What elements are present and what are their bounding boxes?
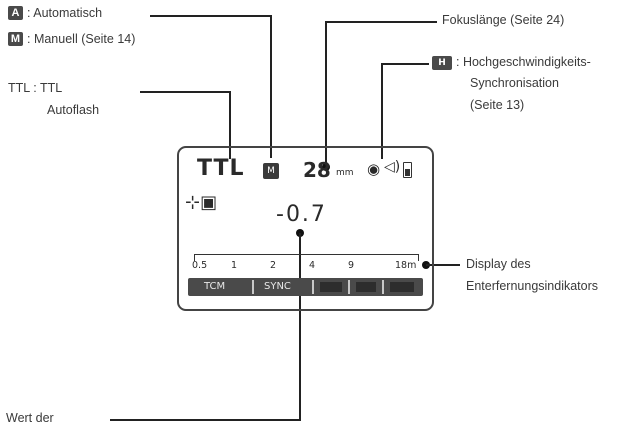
auto-text: : Automatisch <box>27 6 103 20</box>
status-divider <box>382 280 384 294</box>
auto-label: A : Automatisch <box>8 5 102 22</box>
distance-scale-labels: 0.5 1 2 4 9 18m <box>192 260 432 272</box>
flash-zoom-icon: ⊹▣ <box>185 192 218 213</box>
scale-label: 0.5 <box>192 260 208 271</box>
lcd-panel: TTL M 28 mm ◉ ◁) ⊹▣ -0.7 0.5 1 2 4 9 18m… <box>177 146 434 311</box>
status-divider <box>312 280 314 294</box>
manual-label: M : Manuell (Seite 14) <box>8 31 135 48</box>
manual-badge: M <box>8 32 23 46</box>
focal-leader-dot <box>322 163 330 171</box>
hss-label-line2: Synchronisation <box>470 76 559 90</box>
hss-leader-h <box>381 63 429 65</box>
ttl-label-line2: Autoflash <box>47 103 100 117</box>
lcd-ev-value: -0.7 <box>276 202 327 227</box>
hss-text: : Hochgeschwindigkeits- <box>456 55 591 69</box>
status-segment <box>320 282 342 292</box>
scale-label: 18m <box>395 260 417 271</box>
auto-leader-h <box>150 15 272 17</box>
lcd-mode: TTL <box>197 156 245 181</box>
ttl-leader-h <box>140 91 231 93</box>
distance-leader-h <box>426 264 460 266</box>
scale-label: 4 <box>309 260 316 271</box>
focal-length-label: Fokuslänge (Seite 24) <box>442 13 565 27</box>
speaker-icon: ◁) <box>384 159 401 175</box>
scale-label: 2 <box>270 260 277 271</box>
ttl-leader-v <box>229 91 231 159</box>
scale-label: 9 <box>348 260 355 271</box>
high-speed-sync-icon: ◉ <box>367 160 381 178</box>
auto-leader-v <box>270 15 272 158</box>
battery-icon <box>403 162 412 178</box>
status-sync: SYNC <box>264 281 291 292</box>
status-divider <box>348 280 350 294</box>
scale-label: 1 <box>231 260 238 271</box>
manual-text: : Manuell (Seite 14) <box>27 32 136 46</box>
auto-badge: A <box>8 6 23 20</box>
hss-badge: H <box>432 56 452 70</box>
value-leader-h <box>110 419 301 421</box>
focal-leader-h <box>325 21 437 23</box>
manual-mode-icon: M <box>263 163 279 179</box>
hss-label-line3: (Seite 13) <box>470 98 525 112</box>
value-label: Wert der <box>6 411 54 425</box>
status-tcm: TCM <box>204 281 226 292</box>
lcd-status-bar: TCM SYNC <box>188 278 423 296</box>
value-leader-v <box>299 233 301 421</box>
distance-label-line1: Display des <box>466 257 531 271</box>
status-divider <box>252 280 254 294</box>
distance-label-line2: Enterfernungsindikators <box>466 279 599 293</box>
ttl-label-line1: TTL : TTL <box>8 81 63 95</box>
focal-leader-v <box>325 21 327 167</box>
lcd-zoom-unit: mm <box>336 168 354 178</box>
status-segment <box>356 282 376 292</box>
hss-leader-v <box>381 63 383 159</box>
hss-label-line1: H : Hochgeschwindigkeits- <box>432 54 591 71</box>
distance-scale-bar <box>194 254 419 261</box>
status-segment <box>390 282 414 292</box>
lcd-zoom-value: 28 <box>303 158 331 182</box>
